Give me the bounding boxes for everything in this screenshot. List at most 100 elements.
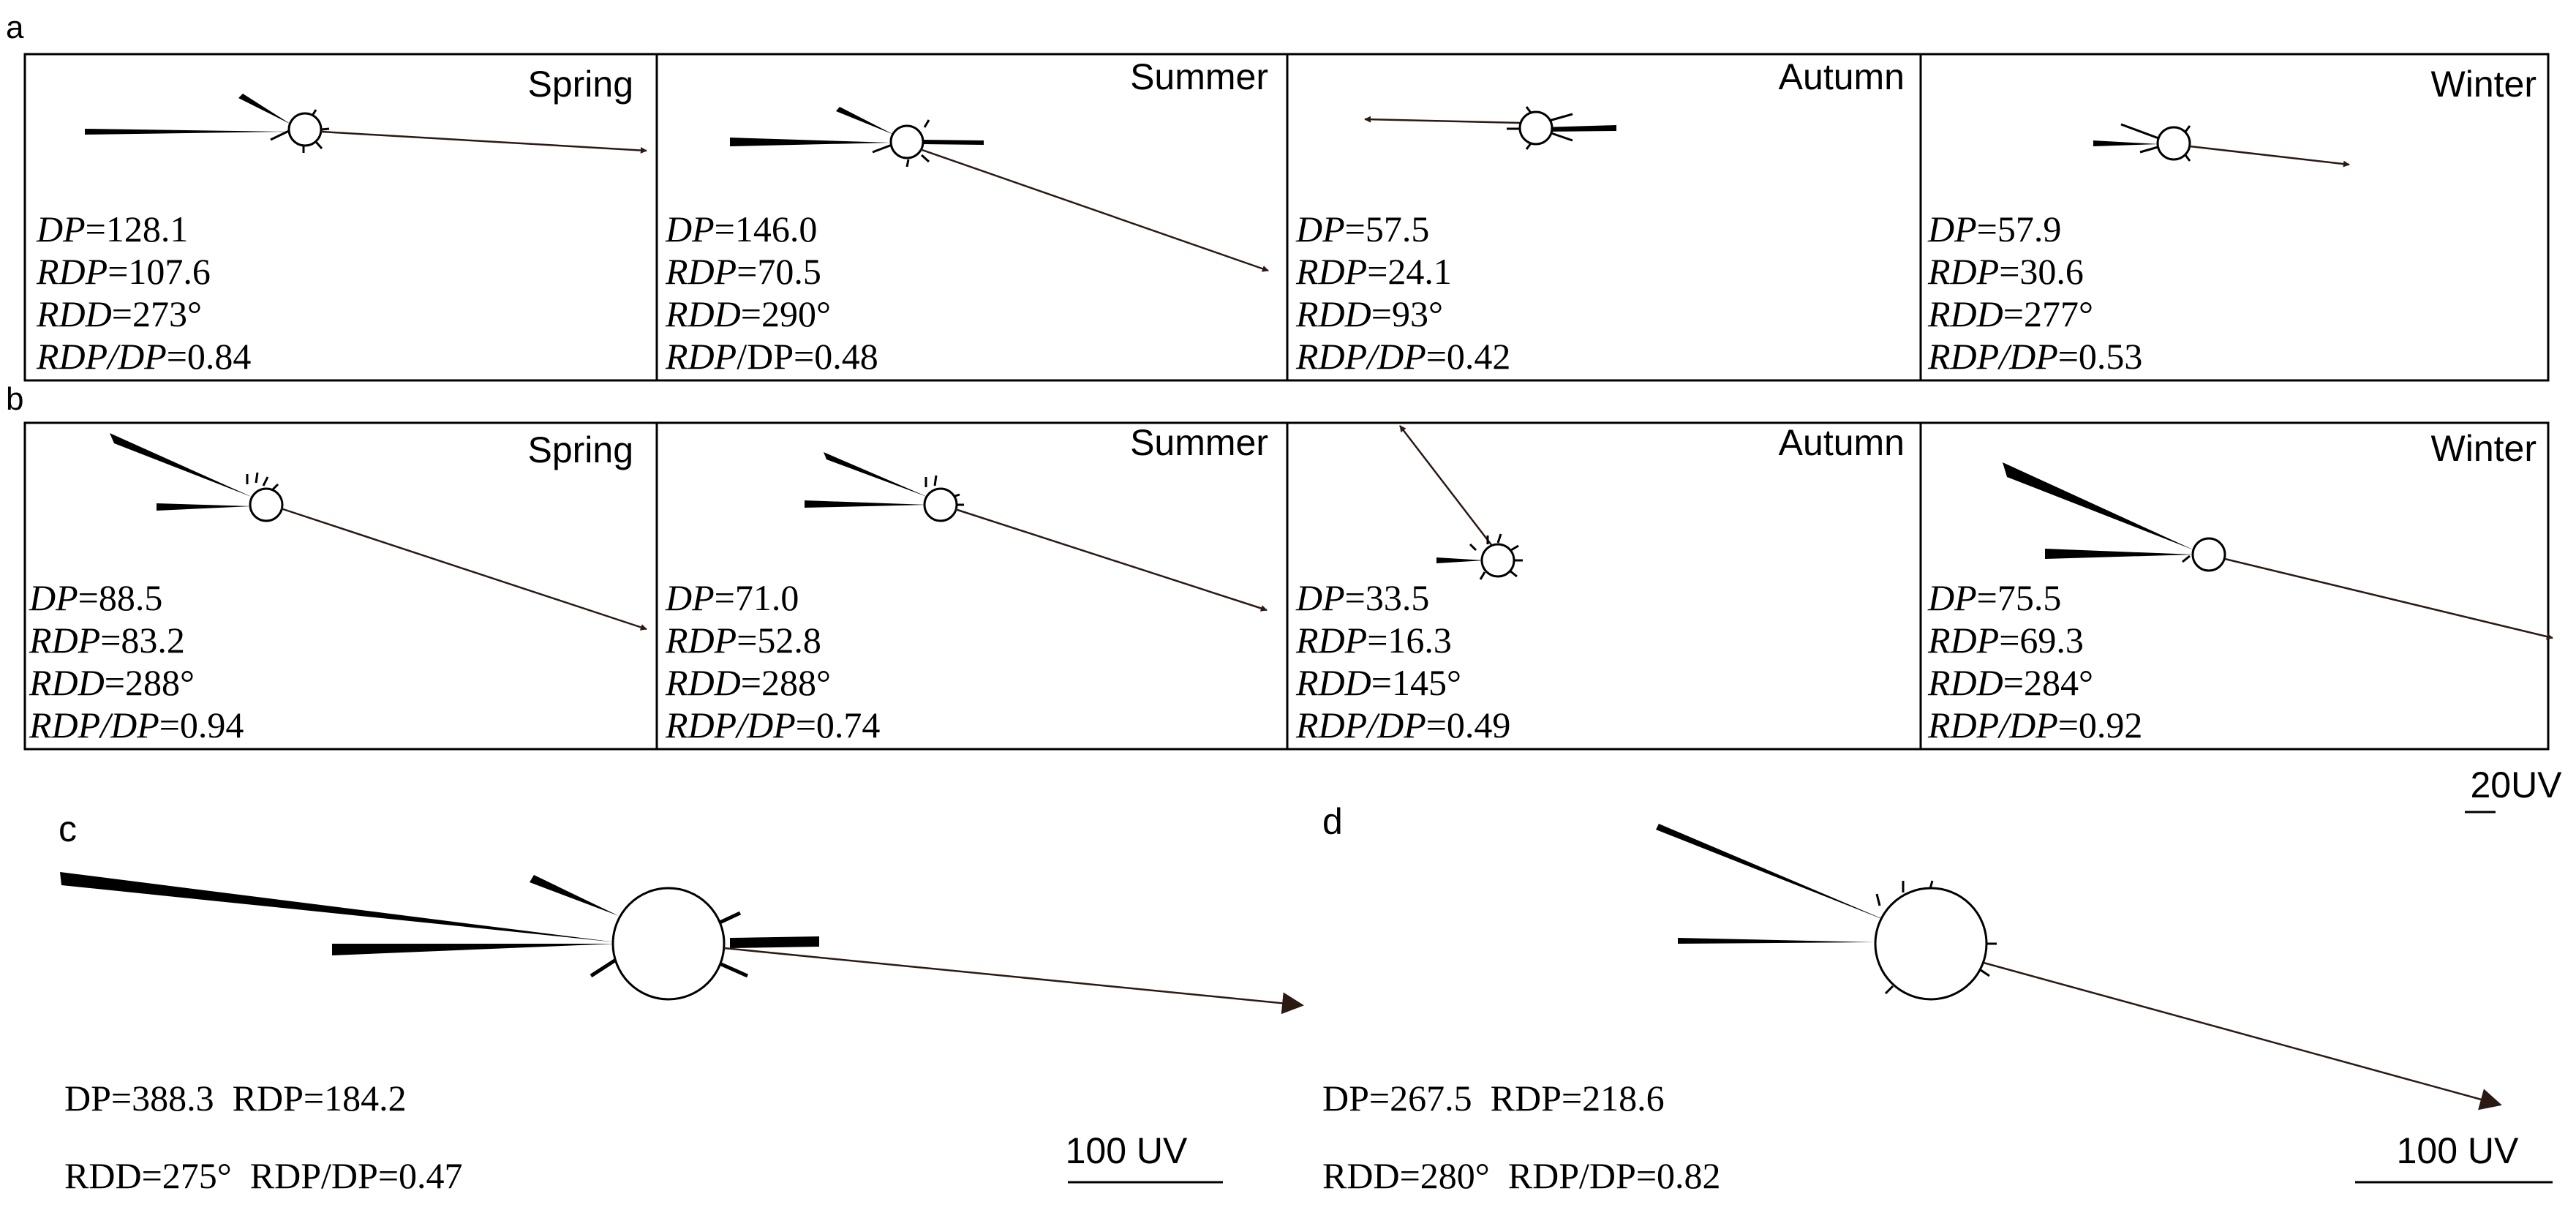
wind-rose-large — [60, 872, 819, 1001]
petal-wnw — [1656, 824, 1893, 923]
season-title: Summer — [1130, 422, 1268, 463]
season-title: Autumn — [1779, 422, 1905, 463]
petal-west — [730, 138, 891, 146]
rose-center-circle — [1518, 110, 1553, 146]
panel-a-winter: Winter DP=57.9 RDP=30.6 RDD=277° RDP/DP=… — [1927, 64, 2537, 377]
panel-a-spring: Spring DP=128.1 RDP=107.6 RDD=273° RDP/D… — [36, 64, 647, 377]
stat-dp: DP=71.0 — [665, 577, 799, 618]
petal-wsw — [590, 958, 617, 978]
stats-block: DP=71.0 RDP=52.8 RDD=288° RDP/DP=0.74 — [665, 577, 880, 745]
panel-d-label: d — [1322, 801, 1343, 842]
stat-ratio: RDP/DP=0.53 — [1927, 336, 2142, 377]
row-b-frame — [23, 421, 2550, 751]
stat-rdp: RDP=52.8 — [665, 620, 821, 661]
petal-east — [1543, 125, 1616, 132]
stat-dp: DP=128.1 — [36, 208, 188, 249]
stat-rdp: RDP=70.5 — [665, 251, 821, 292]
rdd-arrow — [919, 148, 1269, 272]
panel-b-spring: Spring DP=88.5 RDP=83.2 RDD=288° RDP/DP=… — [29, 429, 647, 745]
panel-c-stats-line1: DP=388.3 RDP=184.2 — [64, 1078, 407, 1119]
stat-rdd: RDD=284° — [1927, 662, 2093, 703]
wind-rose — [730, 107, 984, 168]
stats-block: DP=57.9 RDP=30.6 RDD=277° RDP/DP=0.53 — [1927, 208, 2142, 377]
rdd-arrow — [280, 507, 647, 631]
rose-center-circle — [2191, 537, 2226, 572]
rose-center-circle — [1874, 887, 1988, 1001]
stat-rdd: RDD=277° — [1927, 293, 2093, 334]
stat-ratio: RDP/DP=0.92 — [1927, 704, 2142, 745]
stats-block: DP=57.5 RDP=24.1 RDD=93° RDP/DP=0.42 — [1295, 208, 1510, 377]
rdd-arrow — [2189, 145, 2350, 168]
stat-rdd: RDD=273° — [36, 293, 202, 334]
rose-center-circle — [2156, 126, 2191, 161]
stat-rdp: RDP=107.6 — [36, 251, 211, 292]
stats-block: DP=128.1 RDP=107.6 RDD=273° RDP/DP=0.84 — [36, 208, 251, 377]
petal-west — [85, 129, 289, 135]
season-title: Autumn — [1779, 56, 1905, 97]
rose-center-circle — [889, 124, 924, 159]
season-title: Winter — [2431, 428, 2537, 469]
panel-d: d DP=267.5 RDP=218.6 RDD=280° RDP/DP=0.8… — [1322, 801, 2553, 1196]
stat-rdp: RDP=30.6 — [1927, 251, 2084, 292]
rdd-arrow — [723, 947, 1304, 1015]
panel-a-autumn: Autumn DP=57.5 RDP=24.1 RDD=93° RDP/DP=0… — [1295, 56, 1905, 377]
stat-ratio: RDP/DP=0.84 — [36, 336, 251, 377]
rose-center-circle — [611, 887, 726, 1001]
stat-rdd: RDD=288° — [29, 662, 195, 703]
stat-rdp: RDP=24.1 — [1295, 251, 1452, 292]
stat-rdd: RDD=290° — [665, 293, 831, 334]
stat-ratio: RDP/DP=0.49 — [1295, 704, 1510, 745]
panel-b-autumn: Autumn DP=33.5 RDP=16.3 RDD=145° RDP/DP=… — [1295, 422, 1905, 745]
petal-west — [2045, 549, 2194, 559]
panel-d-stats-line1: DP=267.5 RDP=218.6 — [1322, 1078, 1665, 1119]
rose-center-circle — [249, 487, 284, 522]
scale-bar-100uv-c: 100 UV — [1066, 1130, 1223, 1184]
rdd-arrow — [954, 508, 1268, 612]
wind-rose — [1436, 533, 1523, 580]
stats-block: DP=88.5 RDP=83.2 RDD=288° RDP/DP=0.94 — [29, 577, 244, 745]
panel-b-summer: Summer DP=71.0 RDP=52.8 RDD=288° RDP/DP=… — [665, 422, 1268, 745]
stat-rdd: RDD=93° — [1295, 293, 1443, 334]
petal-west — [2093, 140, 2159, 146]
petal-wnw — [238, 94, 291, 124]
wind-rose — [1507, 106, 1616, 150]
stat-dp: DP=57.5 — [1295, 208, 1429, 249]
scale-label: 20UV — [2470, 764, 2562, 805]
stat-dp: DP=57.9 — [1927, 208, 2061, 249]
rdd-arrow — [1983, 961, 2502, 1111]
stat-dp: DP=33.5 — [1295, 577, 1429, 618]
petal-west-long — [60, 872, 616, 942]
stat-ratio: RDP/DP=0.74 — [665, 704, 880, 745]
season-title: Winter — [2431, 64, 2537, 105]
stat-ratio: RDP/DP=0.42 — [1295, 336, 1510, 377]
rose-center-circle — [923, 487, 958, 522]
wind-rose-large — [1656, 824, 1997, 1001]
petal-west — [157, 503, 252, 511]
wind-rose — [805, 452, 964, 522]
scale-bar-20uv: 20UV — [2465, 764, 2562, 813]
panel-d-stats-line2: RDD=280° RDP/DP=0.82 — [1322, 1155, 1721, 1196]
petal-west — [1678, 938, 1875, 944]
petal-wnw — [110, 433, 253, 497]
stat-rdp: RDP=69.3 — [1927, 620, 2084, 661]
row-a-label: a — [6, 10, 24, 45]
wind-rose — [2003, 462, 2226, 572]
panel-c-label: c — [59, 808, 77, 849]
stat-rdp: RDP=83.2 — [29, 620, 185, 661]
stat-dp: DP=146.0 — [665, 208, 817, 249]
scale-label: 100 UV — [2397, 1130, 2519, 1171]
row-b-label: b — [6, 381, 23, 417]
stat-rdd: RDD=145° — [1295, 662, 1461, 703]
row-a-frame — [23, 53, 2550, 382]
petal-west — [805, 500, 927, 508]
stats-block: DP=75.5 RDP=69.3 RDD=284° RDP/DP=0.92 — [1927, 577, 2142, 745]
season-title: Summer — [1130, 56, 1268, 97]
petal-wnw — [2003, 462, 2194, 550]
rose-center-circle — [287, 112, 323, 147]
stats-block: DP=33.5 RDP=16.3 RDD=145° RDP/DP=0.49 — [1295, 577, 1510, 745]
wind-rose — [110, 433, 284, 522]
stat-ratio: RDP/DP=0.48 — [665, 336, 878, 377]
panel-a-summer: Summer DP=146.0 RDP=70.5 RDD=290° RDP/DP… — [665, 56, 1269, 377]
scale-label: 100 UV — [1066, 1130, 1188, 1171]
